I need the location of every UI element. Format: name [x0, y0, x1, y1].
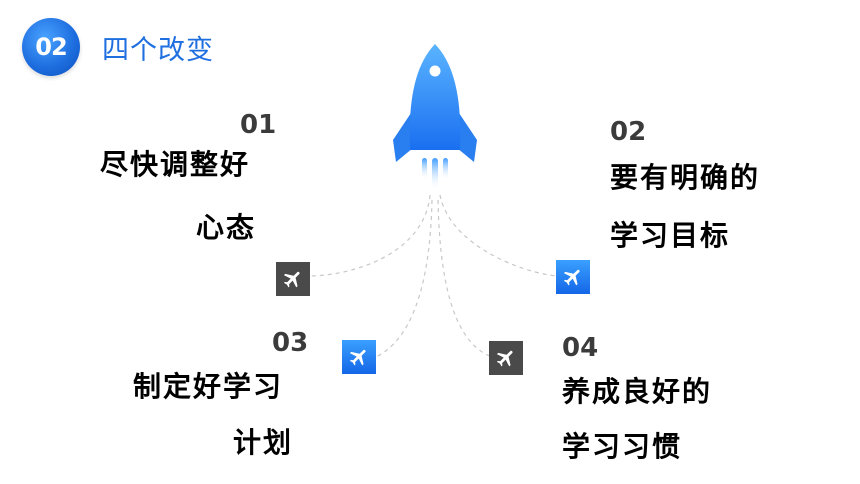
item-text-02-line2: 学习目标: [610, 219, 731, 252]
page-title: 四个改变: [102, 35, 214, 66]
item-text-04-line1: 养成良好的: [562, 375, 713, 408]
item-number-03: 03: [272, 328, 309, 358]
item-number-04: 04: [562, 333, 599, 363]
airplane-icon: [342, 340, 376, 374]
section-number-badge: 02: [22, 18, 80, 76]
item-text-02-line1: 要有明确的: [610, 161, 761, 194]
item-text-01-line1: 尽快调整好: [100, 148, 251, 181]
item-text-01-line2: 心态: [196, 211, 257, 244]
item-text-03-line2: 计划: [233, 426, 294, 459]
airplane-icon: [489, 341, 523, 375]
item-text-03-line1: 制定好学习: [133, 370, 284, 403]
item-number-01: 01: [240, 110, 277, 140]
item-text-04-line2: 学习习惯: [562, 430, 683, 463]
airplane-icon: [276, 262, 310, 296]
airplane-icon: [556, 260, 590, 294]
item-number-02: 02: [610, 117, 647, 147]
